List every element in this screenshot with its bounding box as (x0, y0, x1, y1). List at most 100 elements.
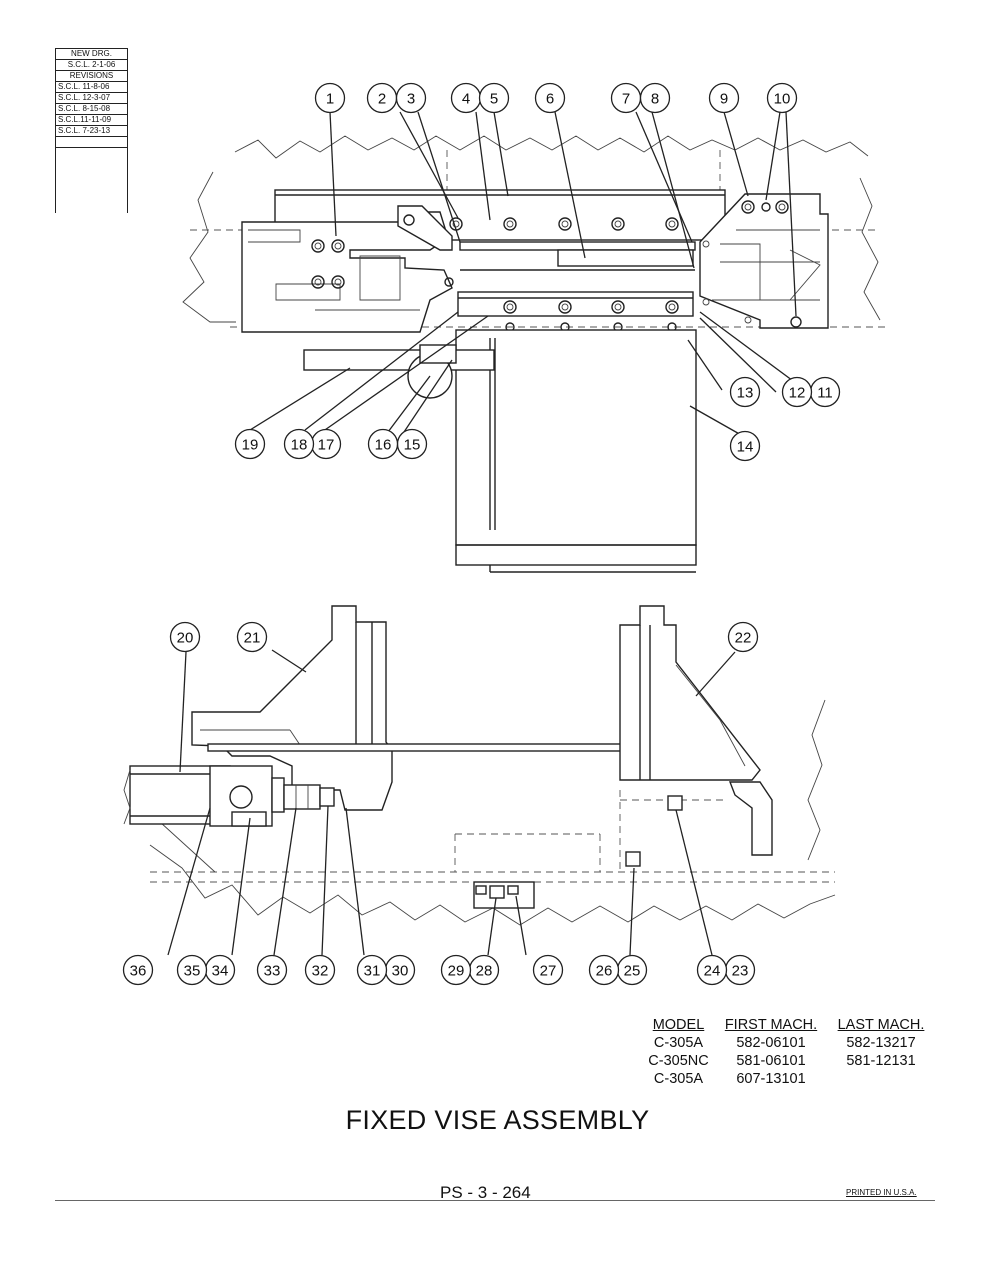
model-cell: C-305A (653, 1035, 704, 1051)
revision-entry: S.C.L. 12-3-07 (56, 93, 127, 104)
callout-22: 22 (727, 621, 759, 653)
first-mach-cell: 582-06101 (736, 1035, 806, 1051)
last-mach-cell: 582-13217 (846, 1035, 916, 1051)
callout-32: 32 (304, 954, 336, 986)
callout-25: 25 (616, 954, 648, 986)
svg-text:36: 36 (130, 963, 147, 980)
table-stand (455, 329, 697, 546)
top-view (182, 111, 890, 573)
svg-text:12: 12 (789, 385, 806, 402)
bottom-break-line (149, 844, 836, 926)
header-first-mach: FIRST MACH. (724, 1017, 818, 1033)
last-mach-cell (826, 1070, 936, 1088)
new-drawing-line-1: NEW DRG. (56, 49, 127, 60)
page-number: PS - 3 - 264 (440, 1183, 531, 1202)
callout-17: 17 (310, 428, 342, 460)
callout-26: 26 (588, 954, 620, 986)
footer-rule (55, 1200, 935, 1201)
model-table-row: C-305A 607-13101 (641, 1070, 936, 1088)
new-drawing-line-2: S.C.L. 2-1-06 (56, 60, 127, 71)
callout-11: 11 (809, 376, 841, 408)
callout-33: 33 (256, 954, 288, 986)
callout-6: 6 (534, 82, 566, 114)
svg-text:6: 6 (546, 91, 554, 108)
svg-text:23: 23 (732, 963, 749, 980)
revision-entry: S.C.L. 11-8-06 (56, 82, 127, 93)
header-model: MODEL (652, 1017, 705, 1033)
svg-text:18: 18 (291, 437, 308, 454)
left-jaw (191, 605, 393, 811)
svg-text:35: 35 (184, 963, 201, 980)
svg-text:17: 17 (318, 437, 335, 454)
svg-text:25: 25 (624, 963, 641, 980)
model-table-header: MODEL FIRST MACH. LAST MACH. (641, 1016, 936, 1034)
revision-blank-row (56, 137, 127, 148)
svg-text:24: 24 (704, 963, 721, 980)
callout-4: 4 (450, 82, 482, 114)
svg-text:20: 20 (177, 630, 194, 647)
svg-text:33: 33 (264, 963, 281, 980)
rod (303, 349, 495, 371)
callout-36: 36 (122, 954, 154, 986)
callout-34: 34 (204, 954, 236, 986)
last-mach-cell: 581-12131 (846, 1053, 916, 1069)
bed-bar (207, 743, 629, 752)
callout-15: 15 (396, 428, 428, 460)
model-cell: C-305A (653, 1071, 704, 1087)
model-table-row: C-305A 582-06101 582-13217 (641, 1034, 936, 1052)
callout-28: 28 (468, 954, 500, 986)
svg-text:7: 7 (622, 91, 630, 108)
callout-35: 35 (176, 954, 208, 986)
callout-5: 5 (478, 82, 510, 114)
model-table-row: C-305NC 581-06101 581-12131 (641, 1052, 936, 1070)
callout-3: 3 (395, 82, 427, 114)
svg-text:9: 9 (720, 91, 728, 108)
svg-text:8: 8 (651, 91, 659, 108)
svg-text:22: 22 (735, 630, 752, 647)
jaw-face (457, 291, 694, 317)
svg-text:19: 19 (242, 437, 259, 454)
first-mach-cell: 581-06101 (736, 1053, 806, 1069)
callout-10: 10 (766, 82, 798, 114)
callout-29: 29 (440, 954, 472, 986)
svg-text:15: 15 (404, 437, 421, 454)
revisions-label: REVISIONS (56, 71, 127, 82)
top-break-line (234, 135, 869, 159)
callout-7: 7 (610, 82, 642, 114)
callout-24: 24 (696, 954, 728, 986)
svg-text:2: 2 (378, 91, 386, 108)
coupler (283, 784, 321, 810)
callout-1: 1 (314, 82, 346, 114)
callout-19: 19 (234, 428, 266, 460)
svg-text:1: 1 (326, 91, 334, 108)
callout-2: 2 (366, 82, 398, 114)
callout-27: 27 (532, 954, 564, 986)
side-view (123, 605, 836, 956)
callout-18: 18 (283, 428, 315, 460)
svg-text:21: 21 (244, 630, 261, 647)
revision-entry: S.C.L. 8-15-08 (56, 104, 127, 115)
right-block (699, 193, 829, 329)
svg-text:10: 10 (774, 91, 791, 108)
model-table: MODEL FIRST MACH. LAST MACH. C-305A 582-… (641, 1016, 936, 1088)
first-mach-cell: 607-13101 (736, 1071, 806, 1087)
svg-text:5: 5 (490, 91, 498, 108)
header-last-mach: LAST MACH. (837, 1017, 925, 1033)
revision-entry: S.C.L. 7-23-13 (56, 126, 127, 137)
stop-bar (557, 249, 694, 267)
callout-8: 8 (639, 82, 671, 114)
svg-text:34: 34 (212, 963, 229, 980)
callout-21: 21 (236, 621, 268, 653)
callout-16: 16 (367, 428, 399, 460)
svg-text:32: 32 (312, 963, 329, 980)
model-cell: C-305NC (648, 1053, 709, 1069)
svg-text:3: 3 (407, 91, 415, 108)
svg-text:28: 28 (476, 963, 493, 980)
svg-text:27: 27 (540, 963, 557, 980)
callout-20: 20 (169, 621, 201, 653)
callout-14: 14 (729, 430, 761, 462)
svg-text:4: 4 (462, 91, 470, 108)
svg-text:30: 30 (392, 963, 409, 980)
callout-31: 31 (356, 954, 388, 986)
